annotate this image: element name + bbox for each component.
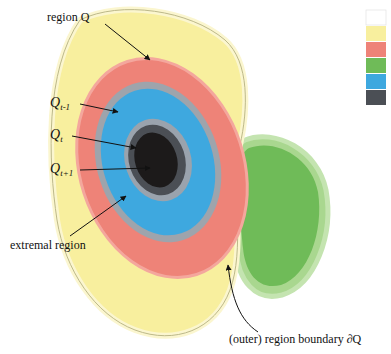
dark-region xyxy=(119,117,195,203)
region-symbol: Qt+1 xyxy=(50,162,73,180)
region-symbol: Qt-1 xyxy=(50,96,70,114)
region-symbol: Qt xyxy=(50,128,63,146)
black-core xyxy=(127,127,184,193)
grey-ring xyxy=(75,65,242,259)
region-label: extremal region xyxy=(10,238,86,252)
red-region xyxy=(49,36,274,300)
leader-lines xyxy=(70,24,258,332)
region-label: region Q xyxy=(47,10,89,24)
green-core xyxy=(238,145,319,286)
blue-region xyxy=(83,74,234,251)
colour-key xyxy=(366,10,386,105)
grey-inner-ring xyxy=(114,110,203,210)
region-label: (outer) region boundary ∂Q xyxy=(229,332,361,346)
